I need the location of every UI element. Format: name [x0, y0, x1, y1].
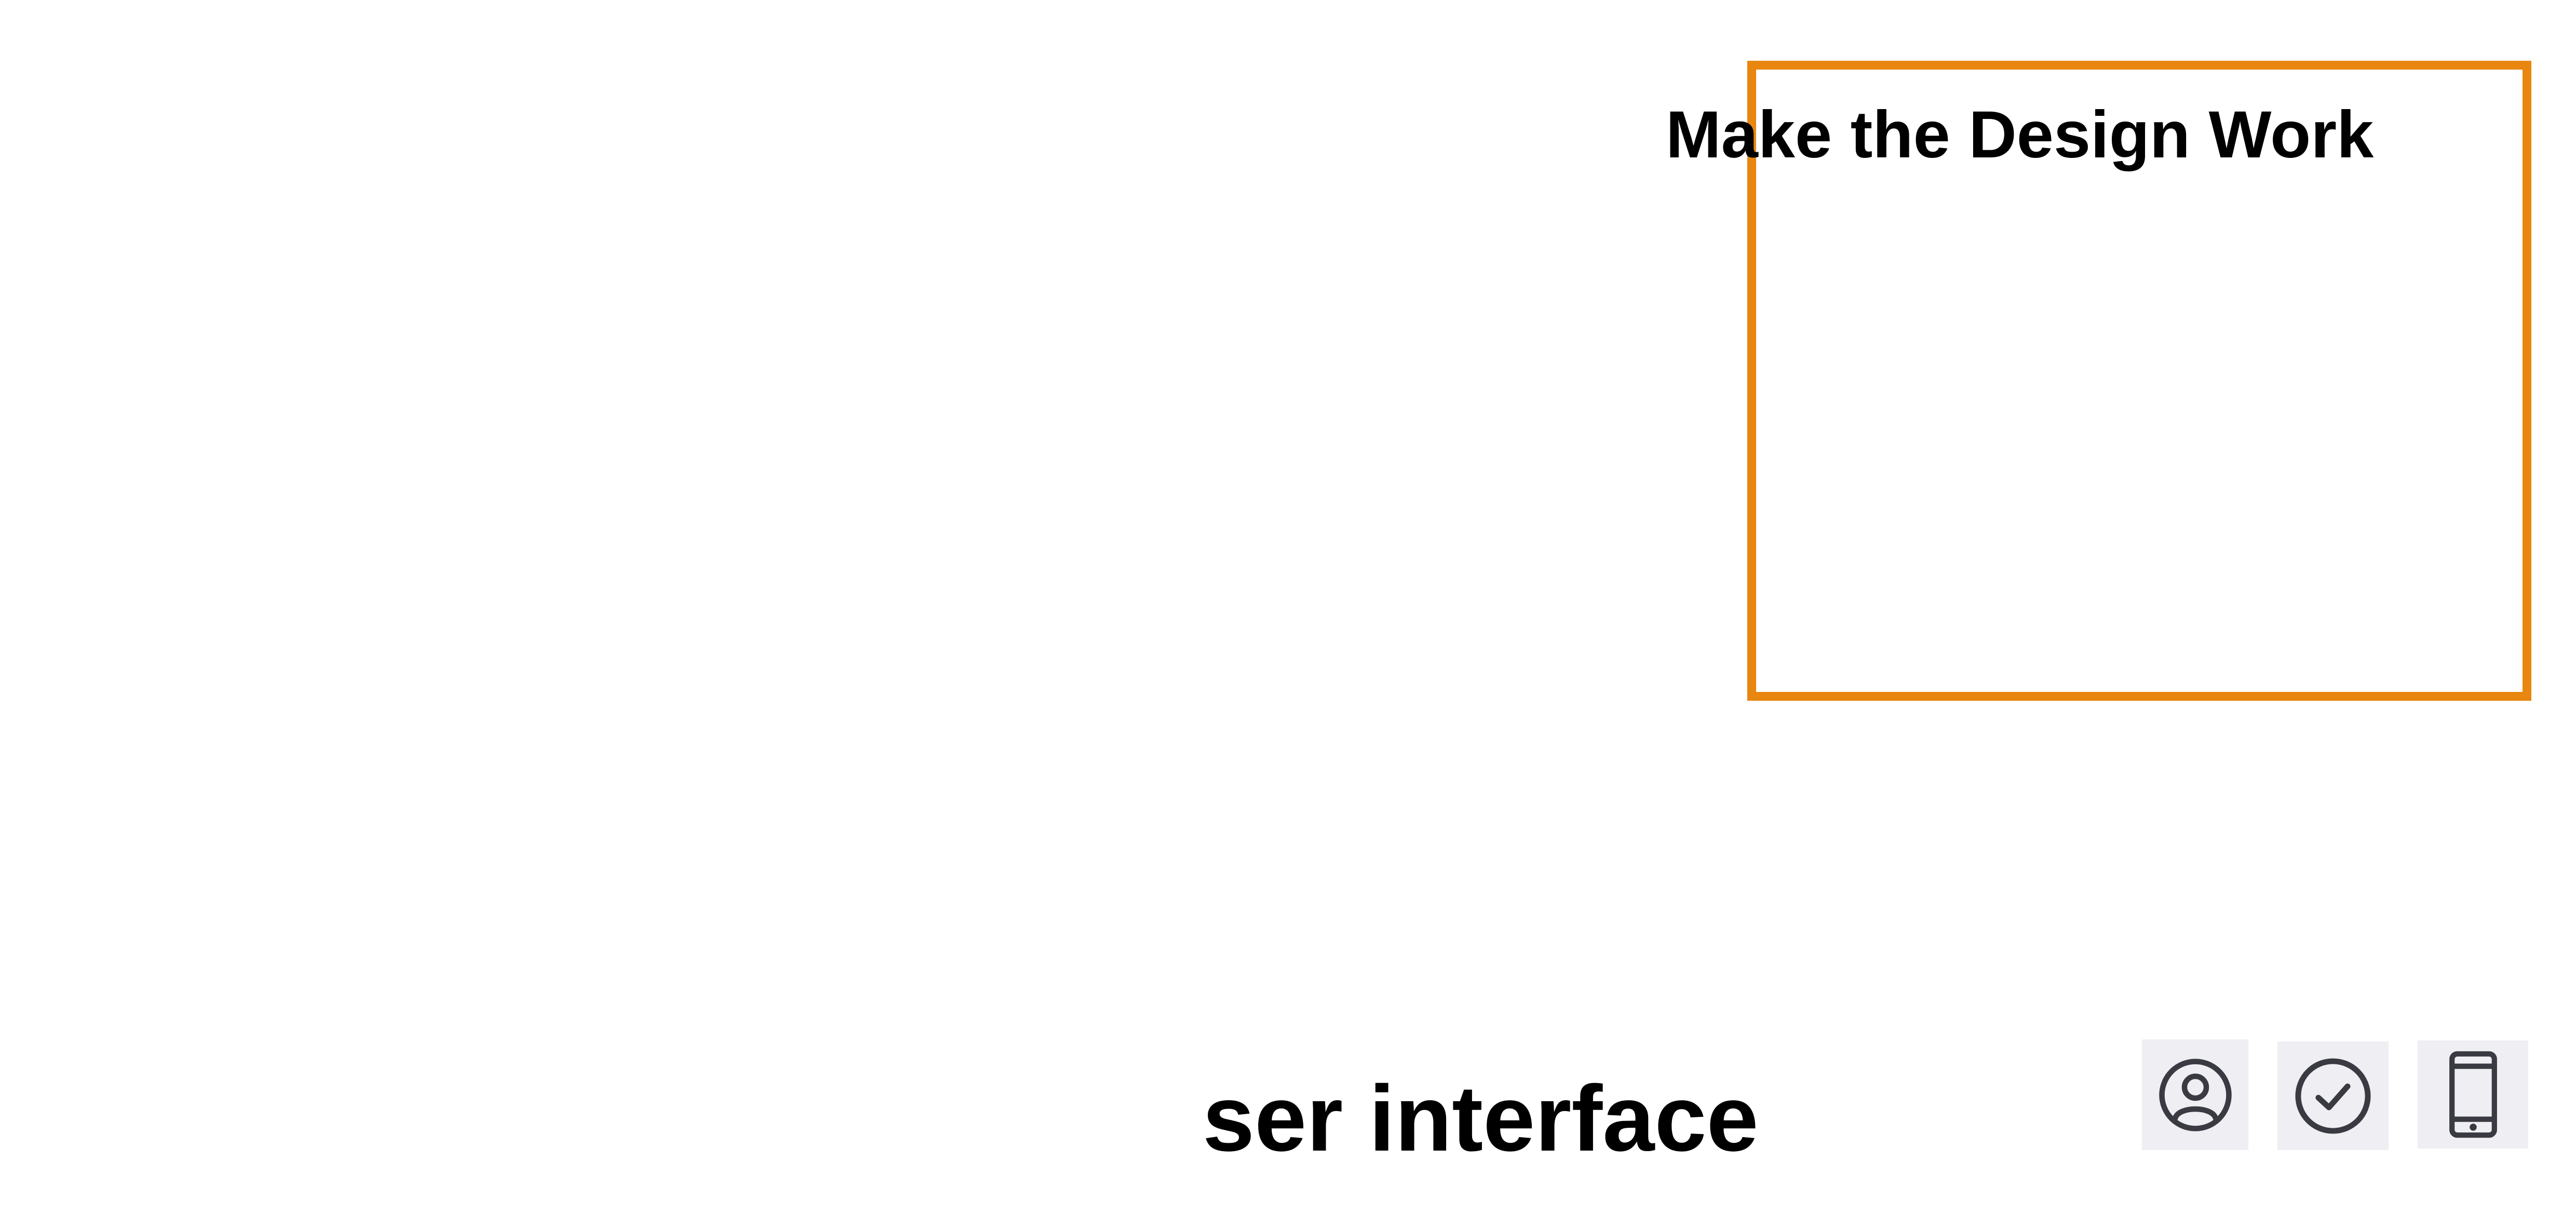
check-circle-icon: [2295, 1058, 2371, 1134]
check-icon-tile[interactable]: [2277, 1042, 2389, 1150]
user-circle-icon: [2159, 1058, 2232, 1131]
mobile-phone-icon: [2449, 1051, 2497, 1138]
user-icon-tile[interactable]: [2142, 1039, 2248, 1150]
highlight-frame: [1747, 61, 2531, 701]
frame-title: Make the Design Work: [1666, 98, 2374, 172]
mobile-icon-tile[interactable]: [2418, 1040, 2528, 1149]
section-heading: ser interface: [1203, 1066, 1759, 1171]
